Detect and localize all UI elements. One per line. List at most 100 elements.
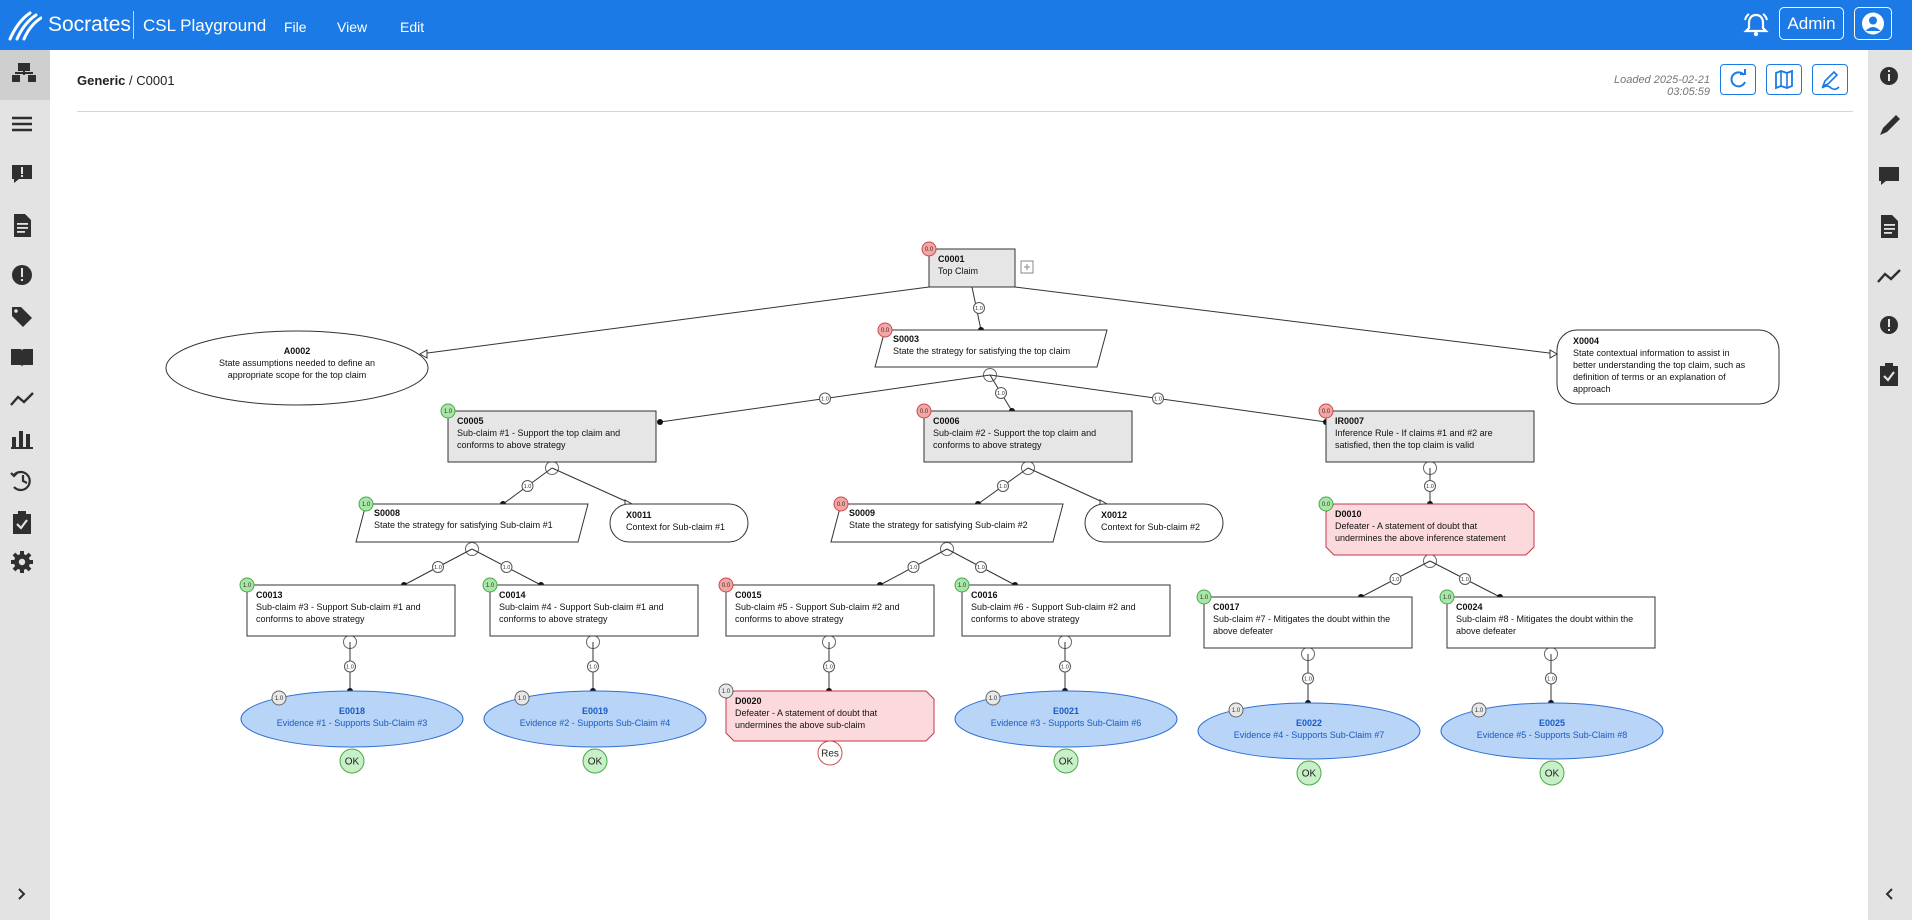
menu-file[interactable]: File: [284, 19, 307, 35]
pencil-icon[interactable]: [1880, 115, 1900, 135]
tag-icon[interactable]: [12, 307, 32, 327]
info-icon[interactable]: [1880, 67, 1898, 85]
trend-icon[interactable]: [1877, 269, 1901, 283]
book-icon[interactable]: [11, 349, 33, 367]
edge-weight-label: 1.0: [910, 565, 918, 571]
edge-weight-label: 1.0: [346, 665, 354, 671]
node-id-label: C0005: [457, 416, 484, 426]
node-text-line: Evidence #2 - Supports Sub-Claim #4: [520, 718, 671, 728]
node-text-line: Top Claim: [938, 266, 978, 276]
defeater-box: [1325, 503, 1535, 556]
chevron-right-icon[interactable]: [18, 888, 26, 900]
breadcrumb-root[interactable]: Generic: [77, 73, 126, 88]
bar-chart-icon[interactable]: [11, 431, 33, 449]
menu-icon[interactable]: [12, 116, 32, 132]
sitemap-icon[interactable]: [12, 63, 36, 82]
status-indicator[interactable]: [817, 740, 843, 766]
document-icon[interactable]: [14, 214, 31, 237]
alert-circle-icon[interactable]: [1880, 316, 1898, 334]
refresh-icon: [1730, 69, 1746, 88]
claim-box: [961, 584, 1171, 637]
node-id-label: E0022: [1296, 718, 1322, 728]
comment-icon[interactable]: [1879, 167, 1899, 185]
status-indicator[interactable]: [1296, 760, 1322, 786]
refresh-button[interactable]: [1720, 64, 1756, 95]
edge-weight-badge: [995, 387, 1007, 399]
confidence-badge: [514, 690, 530, 706]
confidence-badge-label: 1.0: [1443, 595, 1452, 601]
alert-circle-icon[interactable]: [12, 265, 32, 285]
history-icon[interactable]: [10, 470, 31, 492]
status-indicator[interactable]: [1539, 760, 1565, 786]
edit-diagram-button[interactable]: [1812, 64, 1848, 95]
node-id-label: E0019: [582, 706, 608, 716]
menu-edit[interactable]: Edit: [400, 19, 425, 35]
evidence-ellipse: [954, 690, 1178, 748]
node-text-line: Sub-claim #3 - Support Sub-claim #1 and: [256, 602, 421, 612]
clipboard-check-icon[interactable]: [13, 511, 31, 534]
map-button[interactable]: [1766, 64, 1802, 95]
expand-toggle-icon[interactable]: [1020, 260, 1034, 274]
gear-icon[interactable]: [11, 551, 33, 573]
edge-weight-label: 1.0: [1426, 484, 1434, 490]
document-icon[interactable]: [1881, 215, 1898, 238]
node-id-label: IR0007: [1335, 416, 1364, 426]
confidence-badge: [440, 403, 456, 419]
comment-alert-icon[interactable]: [12, 165, 32, 183]
claim-box: [928, 248, 1016, 288]
confidence-badge: [1439, 589, 1455, 605]
node-text-line: above defeater: [1456, 626, 1516, 636]
edge-weight-badge: [1459, 573, 1471, 585]
confidence-badge-label: 1.0: [989, 696, 998, 702]
node-text-line: Sub-claim #8 - Mitigates the doubt withi…: [1456, 614, 1633, 624]
menu-view[interactable]: View: [337, 19, 368, 35]
edge-line: [1014, 286, 1558, 355]
node-id-label: A0002: [284, 346, 311, 356]
status-indicator[interactable]: [339, 748, 365, 774]
confidence-badge: [985, 690, 1001, 706]
node-text-line: Sub-claim #4 - Support Sub-claim #1 and: [499, 602, 664, 612]
node-text-line: State the strategy for satisfying the to…: [893, 346, 1070, 356]
top-navigation-bar: Socrates CSL Playground File View Edit A…: [0, 0, 1912, 50]
edge-weight-badge: [1424, 480, 1436, 492]
edge-weight-label: 1.0: [975, 306, 983, 312]
claim-box: [447, 410, 657, 463]
evidence-ellipse: [1440, 702, 1664, 760]
trend-icon[interactable]: [10, 392, 34, 406]
confidence-badge-label: 0.0: [1322, 502, 1331, 508]
user-account-button[interactable]: [1854, 7, 1892, 40]
status-indicator[interactable]: [1053, 748, 1079, 774]
admin-button[interactable]: Admin: [1779, 7, 1844, 40]
chevron-left-icon[interactable]: [1885, 888, 1893, 900]
notification-bell-icon[interactable]: [1742, 11, 1770, 39]
clipboard-check-icon[interactable]: [1880, 363, 1898, 386]
status-indicator[interactable]: [582, 748, 608, 774]
node-text-line: above defeater: [1213, 626, 1273, 636]
confidence-badge-label: 1.0: [362, 502, 371, 508]
